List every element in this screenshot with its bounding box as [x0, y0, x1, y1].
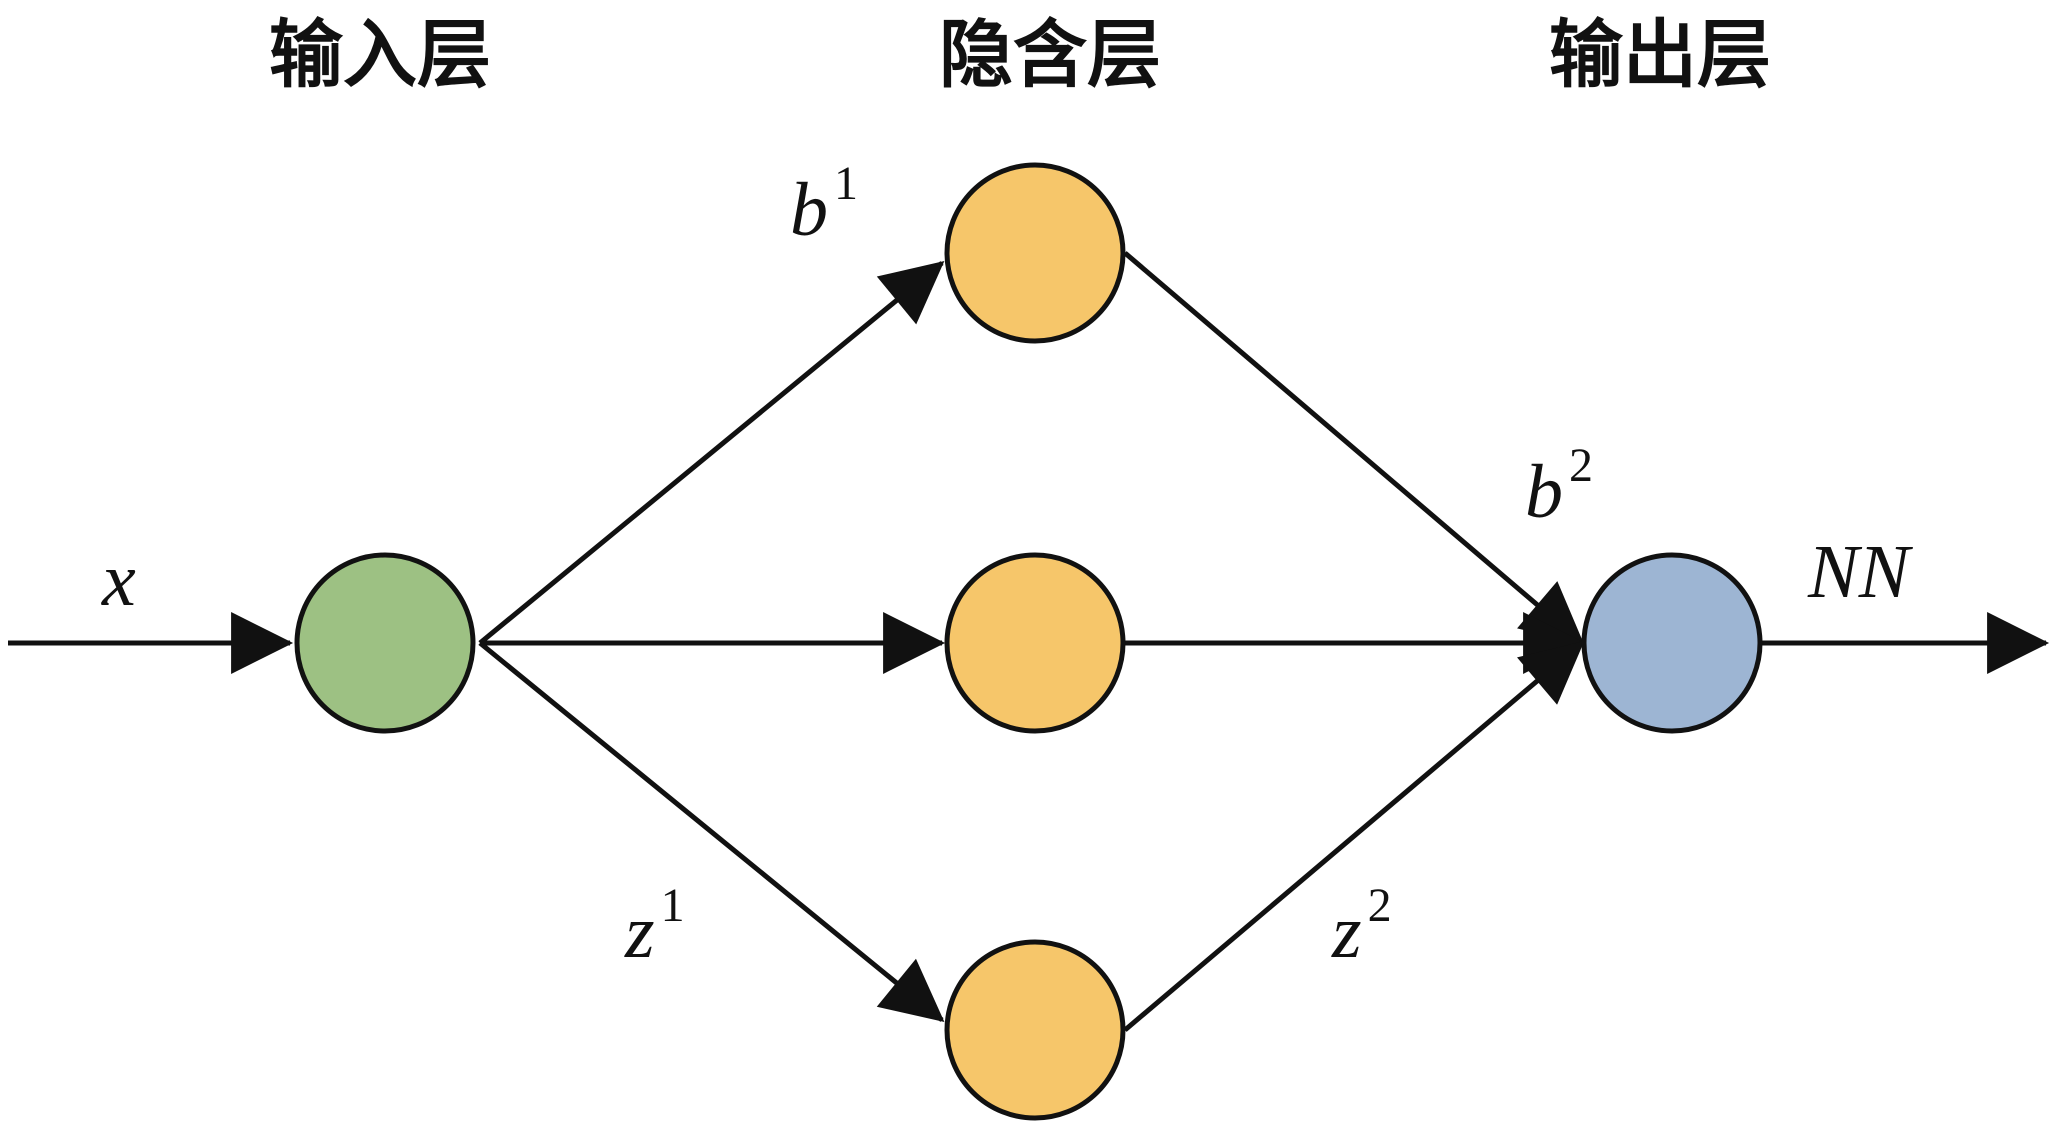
hidden-layer-title: 隐含层	[939, 12, 1161, 98]
label-z1-base: z	[624, 890, 655, 974]
hidden-node-top	[944, 162, 1126, 344]
label-b1-base: b	[790, 168, 828, 252]
output-layer-title: 输出层	[1549, 12, 1771, 98]
label-x: x	[101, 538, 136, 622]
edge-hidden-top-output	[1123, 251, 1585, 646]
input-node	[294, 552, 476, 734]
edge-hidden-bottom-output	[1123, 640, 1585, 1032]
label-b1-sup: 1	[834, 157, 858, 210]
edge-input-hidden-bottom	[478, 641, 945, 1022]
label-b2-base: b	[1525, 450, 1563, 534]
input-layer-title: 输入层	[269, 12, 491, 98]
edge-input-hidden-top	[478, 261, 945, 645]
label-nn: NN	[1807, 530, 1914, 614]
hidden-node-bottom	[944, 939, 1126, 1121]
label-b2-sup: 2	[1569, 439, 1593, 492]
output-node	[1581, 552, 1763, 734]
label-z2-base: z	[1331, 890, 1362, 974]
label-z1-sup: 1	[661, 879, 685, 932]
hidden-node-middle	[944, 552, 1126, 734]
label-z2-sup: 2	[1368, 879, 1392, 932]
